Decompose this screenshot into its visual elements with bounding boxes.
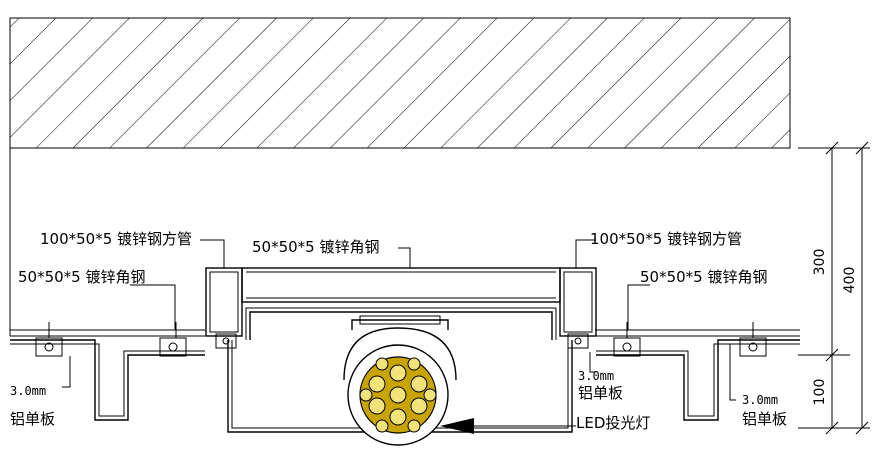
dimension-100: 100 bbox=[812, 379, 828, 406]
aluminium-panel-right bbox=[596, 339, 800, 421]
label-alu-mid-thickness: 3.0mm bbox=[578, 369, 614, 383]
dimension-lines bbox=[798, 141, 870, 435]
label-alu-right-thickness: 3.0mm bbox=[742, 393, 778, 407]
ceiling-line bbox=[9, 250, 800, 337]
label-alu-left-thickness: 3.0mm bbox=[10, 384, 46, 398]
label-angle-right: 50*50*5 镀锌角钢 bbox=[640, 268, 768, 286]
label-alu-left-name: 铝单板 bbox=[10, 410, 55, 428]
label-alu-mid-name: 铝单板 bbox=[578, 384, 623, 402]
angle-steel-center bbox=[241, 267, 561, 303]
anchor-brackets bbox=[35, 322, 767, 357]
dimension-400: 400 bbox=[842, 267, 858, 294]
label-angle-left: 50*50*5 镀锌角钢 bbox=[18, 268, 146, 286]
leader-lines bbox=[62, 239, 736, 401]
label-angle-center: 50*50*5 镀锌角钢 bbox=[252, 238, 380, 256]
square-tube-right bbox=[559, 267, 597, 337]
label-led: LED投光灯 bbox=[576, 414, 650, 432]
concrete-slab bbox=[9, 17, 791, 258]
dimension-300: 300 bbox=[812, 249, 828, 276]
label-alu-right-name: 铝单板 bbox=[742, 410, 787, 428]
aluminium-panel-left bbox=[10, 339, 205, 421]
led-floodlight bbox=[343, 315, 576, 446]
label-tube-left: 100*50*5 镀锌钢方管 bbox=[40, 230, 192, 248]
square-tube-left bbox=[205, 267, 243, 337]
label-tube-right: 100*50*5 镀锌钢方管 bbox=[590, 230, 742, 248]
